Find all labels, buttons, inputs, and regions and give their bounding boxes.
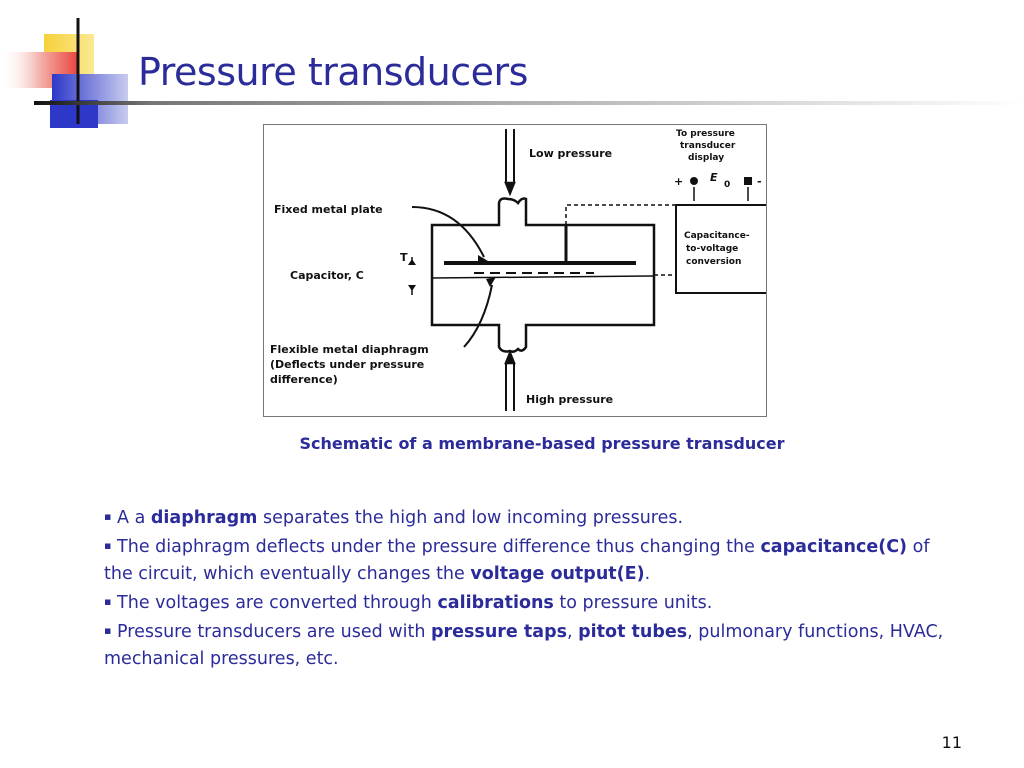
- label-high-pressure: High pressure: [526, 393, 613, 406]
- bullet-emphasis: pitot tubes: [578, 622, 688, 642]
- bullet-marker-icon: ▪: [104, 510, 112, 523]
- label-diaphragm-2: (Deflects under pressure: [270, 358, 424, 371]
- label-converter-2: to-voltage: [686, 244, 738, 254]
- bullet-item: ▪ The diaphragm deflects under the press…: [104, 537, 930, 584]
- bullet-emphasis: voltage output(E): [470, 564, 645, 584]
- title-underline: [34, 101, 1024, 105]
- bullet-emphasis: pressure taps: [430, 622, 568, 642]
- bullet-emphasis: calibrations: [437, 593, 554, 613]
- bullet-marker-icon: ▪: [104, 539, 112, 552]
- bullet-list: ▪ A a diaphragm separates the high and l…: [104, 503, 944, 673]
- slide-title: Pressure transducers: [138, 50, 528, 94]
- label-plus: +: [674, 175, 683, 188]
- label-display-2: transducer: [680, 141, 736, 151]
- bullet-marker-icon: ▪: [104, 624, 112, 637]
- transducer-schematic: Low pressure High pressure Fixed metal p…: [263, 124, 767, 417]
- label-fixed-plate: Fixed metal plate: [274, 203, 383, 216]
- bullet-item: ▪ Pressure transducers are used with pre…: [104, 622, 944, 669]
- bullet-marker-icon: ▪: [104, 595, 112, 608]
- bullet-item: ▪ The voltages are converted through cal…: [104, 593, 713, 613]
- label-voltage: E: [710, 171, 718, 184]
- label-minus: -: [757, 175, 762, 188]
- label-display-1: To pressure: [676, 129, 735, 139]
- label-display-3: display: [688, 153, 724, 163]
- label-diaphragm-3: difference): [270, 373, 338, 386]
- label-capacitor: Capacitor, C: [290, 269, 364, 282]
- label-low-pressure: Low pressure: [529, 147, 612, 160]
- label-gap: T: [400, 251, 408, 264]
- label-converter-3: conversion: [686, 257, 741, 267]
- bullet-emphasis: capacitance(C): [760, 537, 908, 557]
- bullet-item: ▪ A a diaphragm separates the high and l…: [104, 508, 684, 528]
- page-number: 11: [941, 733, 962, 752]
- label-diaphragm-1: Flexible metal diaphragm: [270, 343, 429, 356]
- decorative-logo-icon: [0, 18, 128, 128]
- figure-caption: Schematic of a membrane-based pressure t…: [299, 434, 785, 453]
- label-voltage-sub: 0: [724, 180, 730, 190]
- label-converter-1: Capacitance-: [684, 231, 750, 241]
- bullet-emphasis: diaphragm: [150, 508, 258, 528]
- schematic-drawing: Low pressure High pressure Fixed metal p…: [270, 129, 766, 411]
